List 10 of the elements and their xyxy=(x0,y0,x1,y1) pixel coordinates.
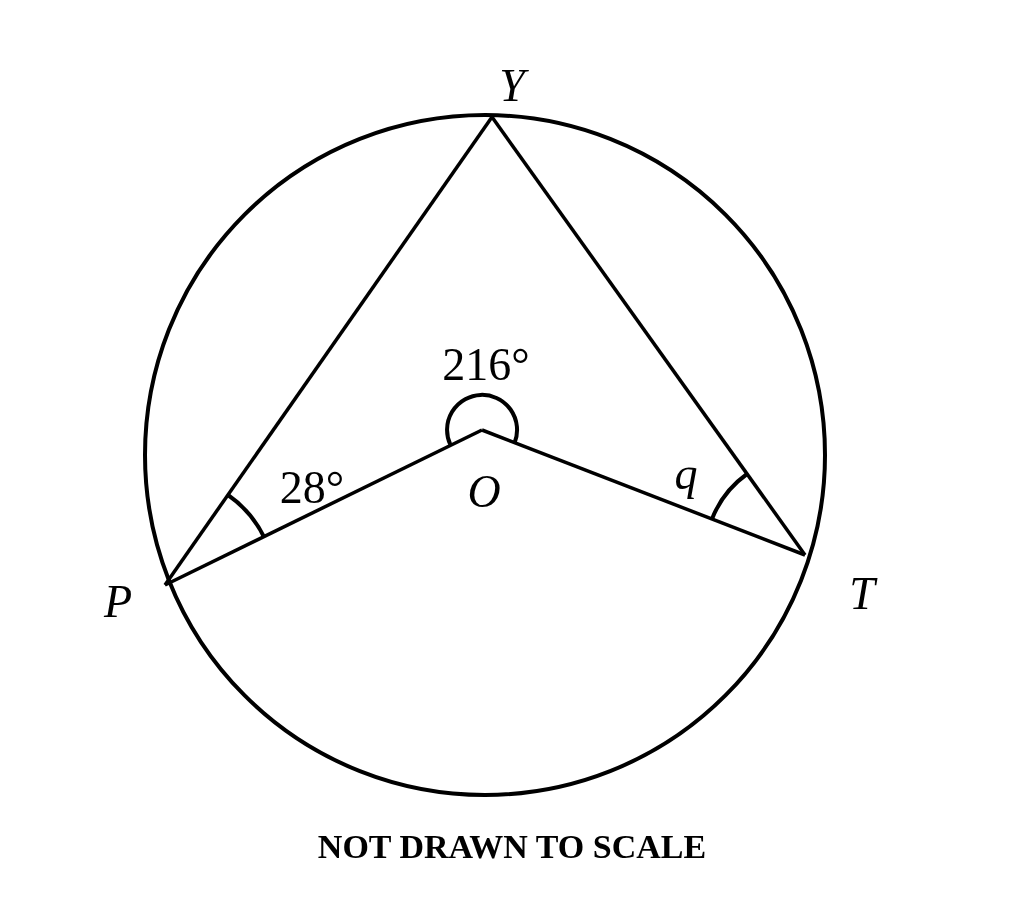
point-label: O xyxy=(467,469,501,515)
line-segment xyxy=(163,116,494,586)
angle-label: 216° xyxy=(442,342,530,388)
line-segment xyxy=(490,116,807,556)
line-segment xyxy=(481,428,806,557)
line-segment xyxy=(164,428,483,587)
caption: NOT DRAWN TO SCALE xyxy=(316,828,708,866)
point-label: P xyxy=(103,579,133,625)
angle-label: q xyxy=(674,451,698,497)
angle-label: 28° xyxy=(279,465,345,511)
